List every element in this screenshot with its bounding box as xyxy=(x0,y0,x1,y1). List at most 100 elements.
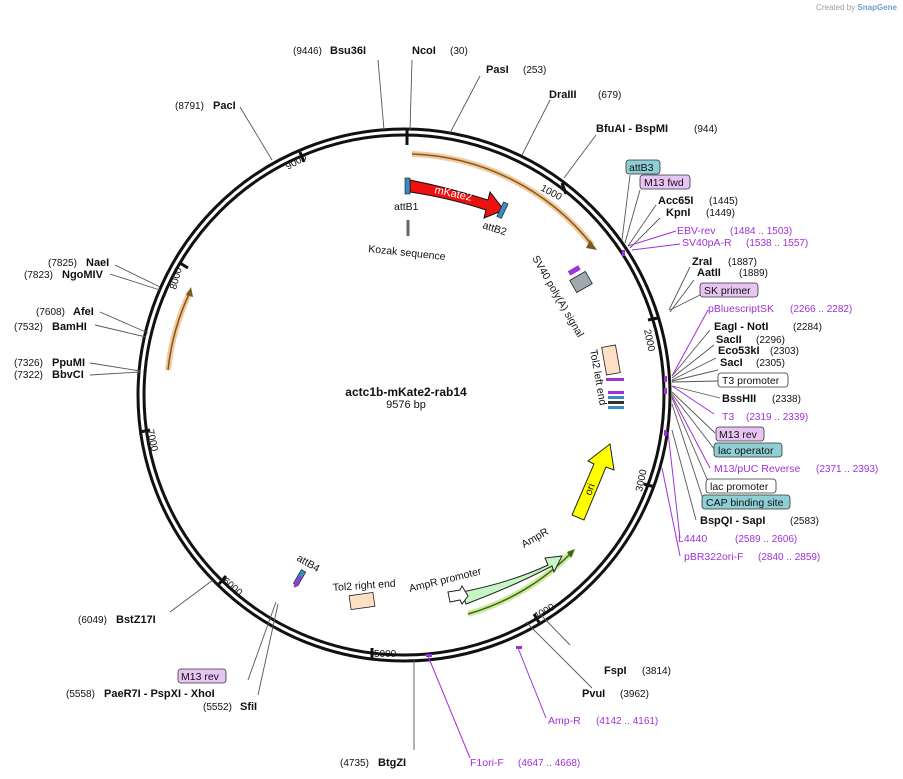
kozak-label: Kozak sequence xyxy=(368,243,447,263)
boxed-label: M13 rev xyxy=(181,671,220,683)
primer-name: SV40pA-R xyxy=(682,237,732,249)
enzyme-pos: (30) xyxy=(450,46,468,57)
mcs-marks xyxy=(606,378,624,409)
enzyme-pos: (3814) xyxy=(642,666,671,677)
boxed-label: CAP binding site xyxy=(706,497,784,509)
enzyme-pos: (7326) xyxy=(14,358,43,369)
tick-label-3000: 3000 xyxy=(634,468,649,492)
enzyme-pos: (1445) xyxy=(709,196,738,207)
orf-arc-left-head xyxy=(186,287,193,297)
attb4-primer-mark xyxy=(293,575,302,588)
primer-name: F1ori-F xyxy=(470,757,504,769)
enzyme-name: SfiI xyxy=(240,701,257,713)
enzyme-pos: (2305) xyxy=(756,358,785,369)
ori-feature xyxy=(571,443,615,521)
enzyme-name: Eco53kI xyxy=(718,345,760,357)
enzyme-pos: (7532) xyxy=(14,322,43,333)
attb1-marker xyxy=(404,177,411,195)
plasmid-length: 9576 bp xyxy=(386,399,426,411)
enzyme-name: BfuAI - BspMI xyxy=(596,123,668,135)
boxed-label: lac promoter xyxy=(710,481,769,493)
orf-arc-left-line xyxy=(167,291,191,371)
attb2-marker xyxy=(496,201,509,219)
primer-pos: (1484 .. 1503) xyxy=(730,226,792,237)
tol2-left-feature xyxy=(601,344,621,376)
primer-name: pBR322ori-F xyxy=(684,551,744,563)
attb1-label: attB1 xyxy=(394,201,419,213)
enzyme-pos: (2296) xyxy=(756,335,785,346)
enzyme-pos: (9446) xyxy=(293,46,322,57)
primer-pos: (1538 .. 1557) xyxy=(746,238,808,249)
enzyme-name: Bsu36I xyxy=(330,45,366,57)
enzyme-pos: (5552) xyxy=(203,702,232,713)
tol2-right-label: Tol2 right end xyxy=(332,578,396,594)
enzyme-pos: (1889) xyxy=(739,268,768,279)
enzyme-name: PaeR7I - PspXI - XhoI xyxy=(104,688,215,700)
enzyme-pos: (7823) xyxy=(24,270,53,281)
tick-label-2000: 2000 xyxy=(641,328,656,352)
primer-pos: (2840 .. 2859) xyxy=(758,552,820,563)
tick-label-6000: 6000 xyxy=(220,576,244,599)
primer-pos: (4647 .. 4668) xyxy=(518,758,580,769)
boxed-labels: attB3 M13 fwd SK primer T3 promoter M13 … xyxy=(177,159,791,684)
enzyme-pos: (8791) xyxy=(175,101,204,112)
ori-label: ori xyxy=(583,482,598,497)
boxed-label: T3 promoter xyxy=(722,375,780,387)
enzyme-pos: (4735) xyxy=(340,758,369,769)
enzyme-pos: (5558) xyxy=(66,689,95,700)
enzyme-name: SacI xyxy=(720,357,743,369)
enzyme-pos: (1887) xyxy=(728,257,757,268)
enzyme-name: SacII xyxy=(716,334,742,346)
orf-arc-bottom-head xyxy=(567,549,575,558)
primer-name: Amp-R xyxy=(548,715,581,727)
boxed-label: M13 rev xyxy=(719,429,758,441)
enzyme-labels: (9446) Bsu36I NcoI (30) PasI (253) DraII… xyxy=(14,45,822,769)
enzyme-name: BstZ17I xyxy=(116,614,156,626)
enzyme-name: AfeI xyxy=(73,306,94,318)
enzyme-name: PacI xyxy=(213,100,236,112)
tick-label-5000: 5000 xyxy=(374,649,397,660)
boxed-label: attB3 xyxy=(629,162,654,174)
enzyme-name: AatII xyxy=(697,267,721,279)
snapgene-logo: SnapGene xyxy=(857,3,897,12)
enzyme-name: DraIII xyxy=(549,89,577,101)
primer-name: EBV-rev xyxy=(677,225,716,237)
enzyme-pos: (7608) xyxy=(36,307,65,318)
enzyme-name: BspQI - SapI xyxy=(700,515,765,527)
primer-pos: (2371 .. 2393) xyxy=(816,464,878,475)
orf-arc-bottom-line xyxy=(467,551,573,615)
ampr-feature xyxy=(461,555,563,605)
enzyme-pos: (253) xyxy=(523,65,546,76)
snapgene-credit: Created by SnapGene xyxy=(816,3,897,12)
sv40-feature xyxy=(569,270,593,294)
enzyme-pos: (2284) xyxy=(793,322,822,333)
enzyme-name: BamHI xyxy=(52,321,87,333)
backbone-outer xyxy=(136,127,672,663)
mkate2-feature xyxy=(409,179,505,219)
enzyme-name: PpuMI xyxy=(52,357,85,369)
enzyme-name: BssHII xyxy=(722,393,756,405)
tick-marks xyxy=(139,130,659,660)
enzyme-pos: (2338) xyxy=(772,394,801,405)
primer-name: L4440 xyxy=(678,533,707,545)
ampr-label: AmpR xyxy=(520,525,552,550)
primer-leader-lines xyxy=(427,230,715,759)
primer-labels: EBV-rev (1484 .. 1503) SV40pA-R (1538 ..… xyxy=(470,225,878,769)
boxed-label: lac operator xyxy=(718,445,774,457)
enzyme-pos: (3962) xyxy=(620,689,649,700)
enzyme-pos: (944) xyxy=(694,124,717,135)
primer-name: T3 xyxy=(722,411,734,423)
boxed-label: M13 fwd xyxy=(644,177,684,189)
backbone-inner xyxy=(142,133,666,657)
orf-arc-top-line xyxy=(411,153,593,246)
primer-pos: (2319 .. 2339) xyxy=(746,412,808,423)
attb4-label: attB4 xyxy=(295,552,322,575)
primer-pos: (4142 .. 4161) xyxy=(596,716,658,727)
primer-name: pBluescriptSK xyxy=(708,303,774,315)
enzyme-pos: (1449) xyxy=(706,208,735,219)
enzyme-pos: (2303) xyxy=(770,346,799,357)
enzyme-name: BbvCI xyxy=(52,369,84,381)
enzyme-name: NgoMIV xyxy=(62,269,104,281)
enzyme-pos: (7825) xyxy=(48,258,77,269)
